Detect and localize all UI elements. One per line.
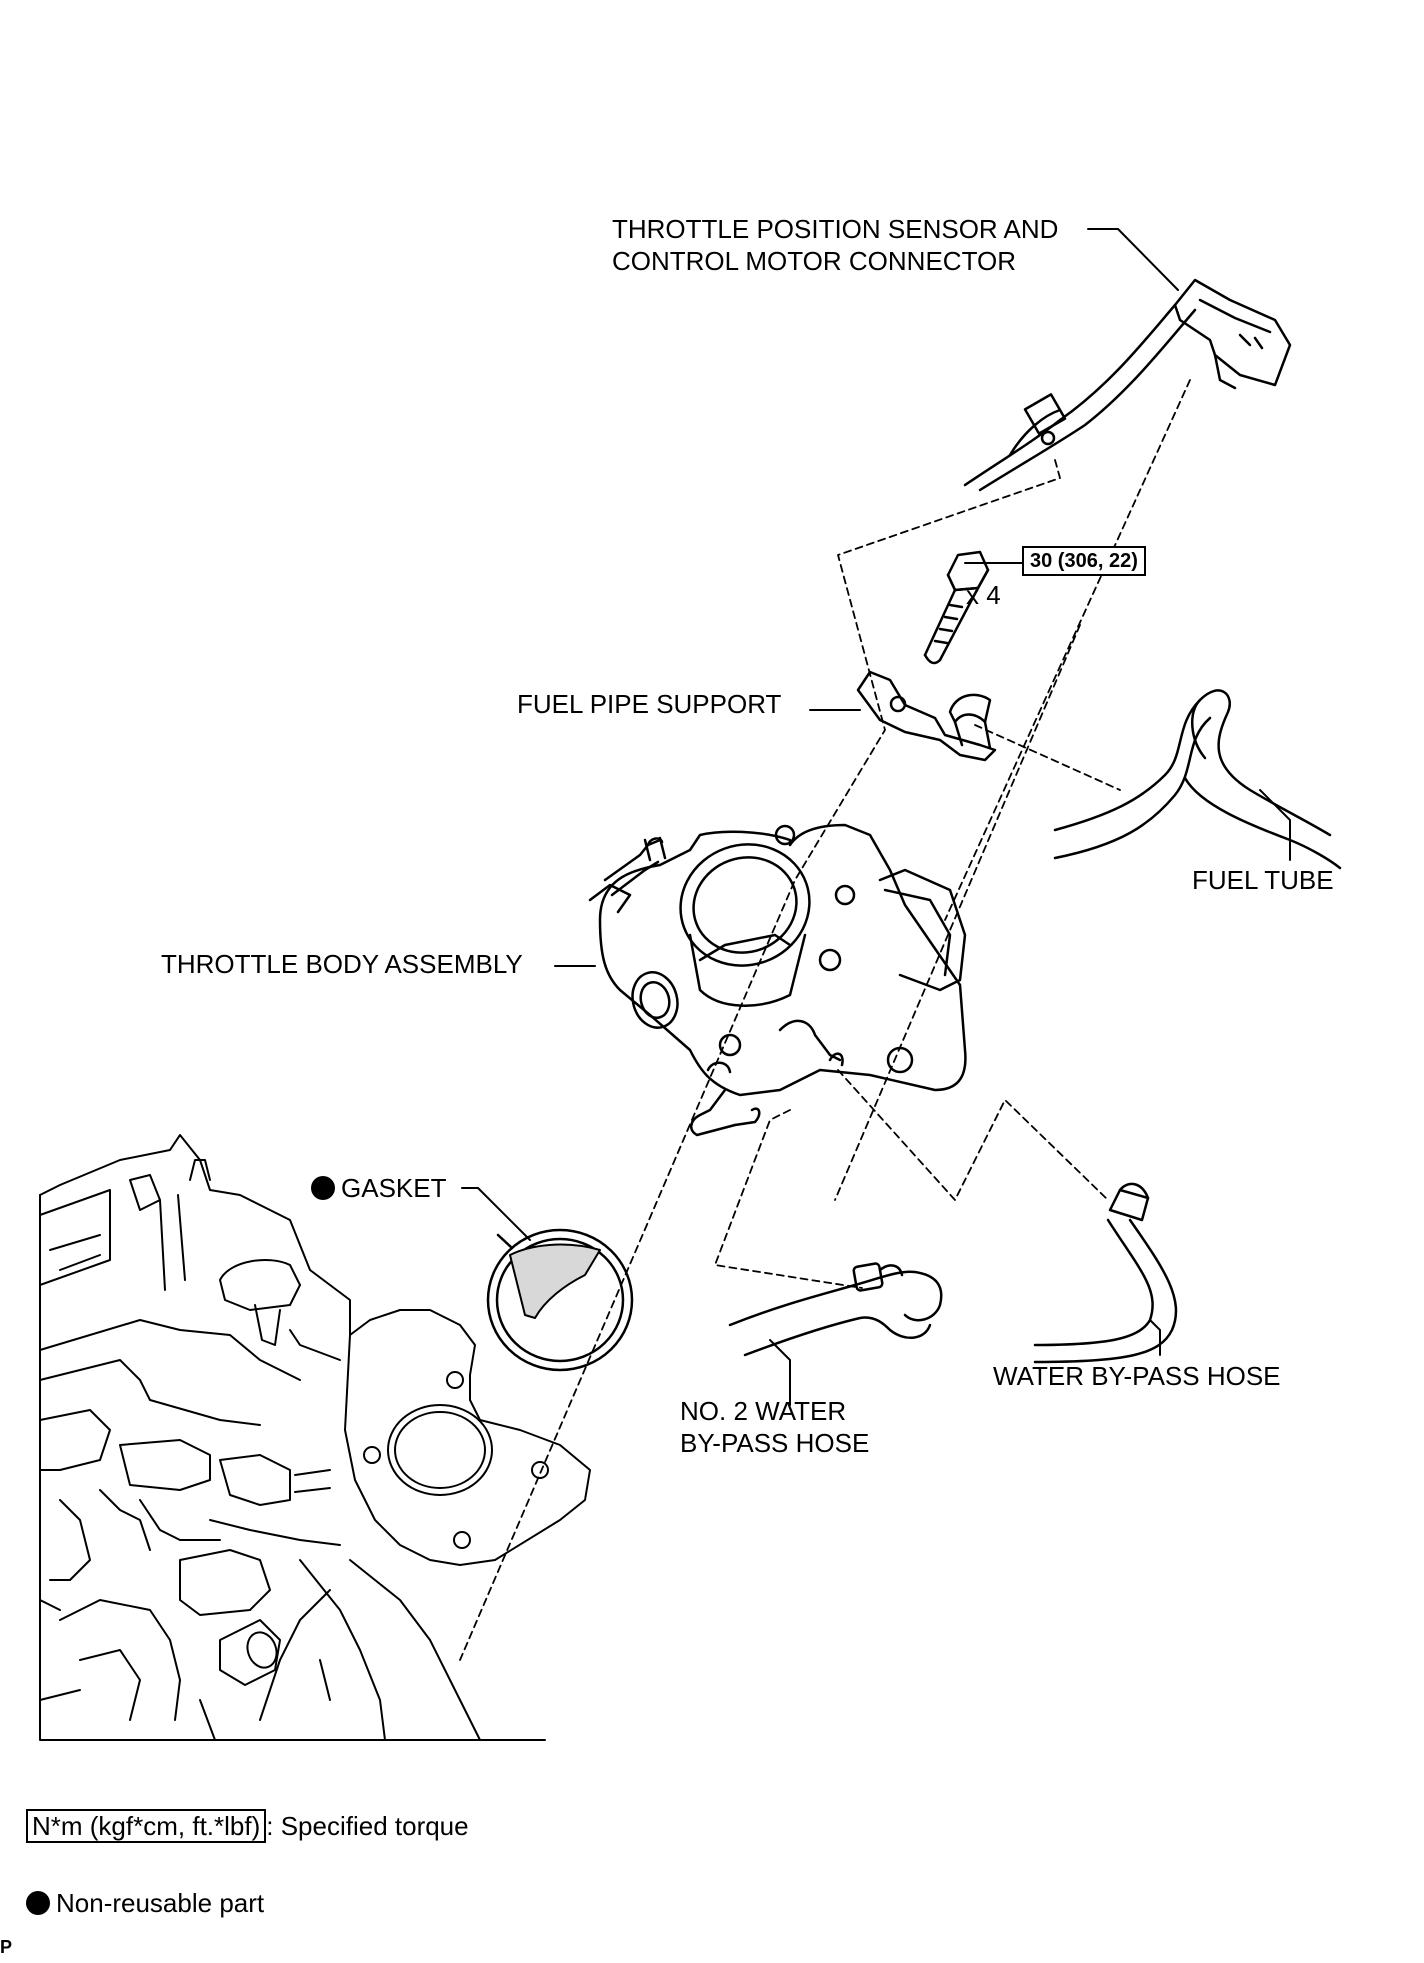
gasket-seal-area xyxy=(510,1245,600,1318)
connector-body xyxy=(1175,280,1290,385)
legend-torque-unit-box: N*m (kgf*cm, ft.*lbf) xyxy=(26,1809,267,1843)
dash-no2-hose xyxy=(715,1110,862,1288)
label-no2-water-bypass-hose: NO. 2 WATER BY-PASS HOSE xyxy=(680,1396,870,1458)
leader-tp-sensor xyxy=(1088,229,1178,290)
pipe-end xyxy=(220,1620,280,1685)
bolt-shank xyxy=(925,588,978,660)
corner-mark: P xyxy=(0,1937,13,1957)
left-port xyxy=(627,967,684,1032)
gasket-outer xyxy=(488,1230,632,1370)
connector-harness xyxy=(965,280,1290,490)
dash-clamp-to-flange xyxy=(460,460,1060,1660)
motor-housing xyxy=(880,870,965,990)
label-tp-sensor-connector: THROTTLE POSITION SENSOR AND CONTROL MOT… xyxy=(612,214,1059,276)
leader-water-bypass xyxy=(1150,1320,1160,1355)
label-gasket: GASKET xyxy=(311,1172,446,1204)
fuel-pipe-support-part xyxy=(858,672,995,760)
lower-pipe-right xyxy=(780,1021,840,1060)
water-hose-outer xyxy=(1035,1220,1153,1345)
gasket-part xyxy=(488,1230,632,1370)
manifold-top-edge xyxy=(40,1135,350,1335)
dash-water-hose xyxy=(838,1070,1108,1200)
manifold-cap xyxy=(220,1260,300,1310)
leader-no2-water xyxy=(770,1340,790,1405)
upper-pipe xyxy=(605,840,660,880)
dash-fuel-tube xyxy=(975,725,1120,790)
bracket-clip xyxy=(950,695,990,722)
engine-block xyxy=(40,1135,590,1740)
gasket-text: GASKET xyxy=(341,1173,447,1203)
harness-wire-b xyxy=(980,310,1195,490)
manifold-outline xyxy=(40,1195,545,1740)
fuel-tube-outer xyxy=(1055,690,1330,835)
non-reusable-dot-icon xyxy=(311,1176,335,1200)
legend-nonreusable: Non-reusable part xyxy=(26,1887,264,1919)
water-bypass-hose-part xyxy=(1035,1184,1176,1362)
legend-torque-text: : Specified torque xyxy=(266,1811,469,1841)
throttle-housing xyxy=(600,825,965,1095)
fuel-tube-part xyxy=(1055,690,1340,868)
throttle-body-part xyxy=(590,825,965,1135)
bolt xyxy=(925,552,988,663)
label-water-bypass-hose: WATER BY-PASS HOSE xyxy=(993,1361,1281,1391)
legend-torque: N*m (kgf*cm, ft.*lbf): Specified torque xyxy=(26,1809,469,1843)
throttle-plate xyxy=(700,935,790,960)
leader-fuel-tube xyxy=(1260,790,1290,860)
label-bolt-quantity: x 4 xyxy=(966,580,1001,610)
label-fuel-pipe-support: FUEL PIPE SUPPORT xyxy=(517,689,782,719)
water-hose-clamp xyxy=(1110,1190,1148,1220)
non-reusable-legend-dot-icon xyxy=(26,1891,50,1915)
bracket-plate xyxy=(858,672,995,760)
harness-clamp xyxy=(1025,394,1065,433)
injector-connector xyxy=(220,1455,290,1505)
no2-hose-clamp xyxy=(853,1263,883,1291)
leader-gasket xyxy=(462,1188,530,1240)
label-fuel-tube: FUEL TUBE xyxy=(1192,865,1334,895)
harness-wire-a xyxy=(965,305,1175,485)
clamp-pin xyxy=(1042,432,1054,444)
lower-pipe-left xyxy=(691,1090,735,1135)
dash-connector xyxy=(945,380,1190,920)
legend-nonreusable-text: Non-reusable part xyxy=(56,1888,265,1918)
no2-water-hose-part xyxy=(730,1263,941,1355)
flange-bore xyxy=(388,1405,492,1495)
fuel-tube-inner xyxy=(1185,778,1340,868)
throttle-bore xyxy=(663,826,826,983)
label-throttle-body-assembly: THROTTLE BODY ASSEMBLY xyxy=(161,949,523,979)
throttle-flange xyxy=(345,1310,590,1565)
leader-lines xyxy=(462,229,1290,1405)
no2-hose-upper xyxy=(730,1272,941,1325)
torque-value-box: 30 (306, 22) xyxy=(1022,546,1146,576)
